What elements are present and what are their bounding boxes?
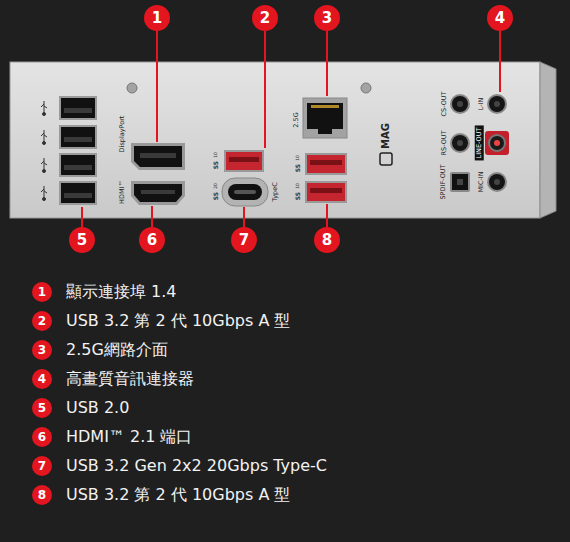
callout-number: 8 xyxy=(314,227,340,253)
callout-number: 6 xyxy=(139,227,165,253)
list-number: 8 xyxy=(32,485,52,505)
jack-label: CS-OUT xyxy=(441,91,448,116)
list-text: USB 2.0 xyxy=(66,400,129,416)
jack-label: MIC-IN xyxy=(478,171,485,192)
callout-number: 4 xyxy=(487,5,513,31)
list-text: USB 3.2 第 2 代 10Gbps A 型 xyxy=(66,313,290,329)
list-number: 2 xyxy=(32,311,52,331)
callout-number: 5 xyxy=(69,227,95,253)
list-number: 3 xyxy=(32,340,52,360)
speed-logo: 20 xyxy=(214,183,219,189)
list-text: 高畫質音訊連接器 xyxy=(66,371,194,387)
list-text: HDMI™ 2.1 端口 xyxy=(66,429,193,445)
speed-logo: SS xyxy=(295,192,301,200)
speed-logo: 10 xyxy=(296,155,301,161)
list-text: USB 3.2 第 2 代 10Gbps A 型 xyxy=(66,487,290,503)
speed-logo: SS xyxy=(213,192,219,200)
port-label: DisplayPort xyxy=(119,116,126,153)
port-label: HDMI™ xyxy=(119,180,126,204)
jack-label: LINE-OUT xyxy=(475,126,484,161)
port-label: 2.5G xyxy=(293,112,300,127)
list-text: 顯示連接埠 1.4 xyxy=(66,284,177,300)
leader-line xyxy=(82,31,500,227)
list-number: 4 xyxy=(32,369,52,389)
speed-logo: 10 xyxy=(214,152,219,158)
list-text: USB 3.2 Gen 2x2 20Gbps Type-C xyxy=(66,458,327,474)
port-label: TypeC xyxy=(272,182,279,201)
list-number: 1 xyxy=(32,282,52,302)
speed-logo: 10 xyxy=(296,183,301,189)
callout-number: 7 xyxy=(231,227,257,253)
list-text: 2.5G網路介面 xyxy=(66,342,168,358)
list-number: 6 xyxy=(32,427,52,447)
list-number: 5 xyxy=(32,398,52,418)
speed-logo: SS xyxy=(295,164,301,172)
callout-number: 2 xyxy=(252,5,278,31)
jack-label: SPDIF-OUT xyxy=(440,164,447,199)
callout-number: 1 xyxy=(144,5,170,31)
brand-logo: MAG xyxy=(381,123,391,149)
callout-number: 3 xyxy=(314,5,340,31)
jack-label: L-IN xyxy=(478,98,485,111)
speed-logo: SS xyxy=(213,161,219,169)
jack-label: RS-OUT xyxy=(441,130,448,155)
list-number: 7 xyxy=(32,456,52,476)
